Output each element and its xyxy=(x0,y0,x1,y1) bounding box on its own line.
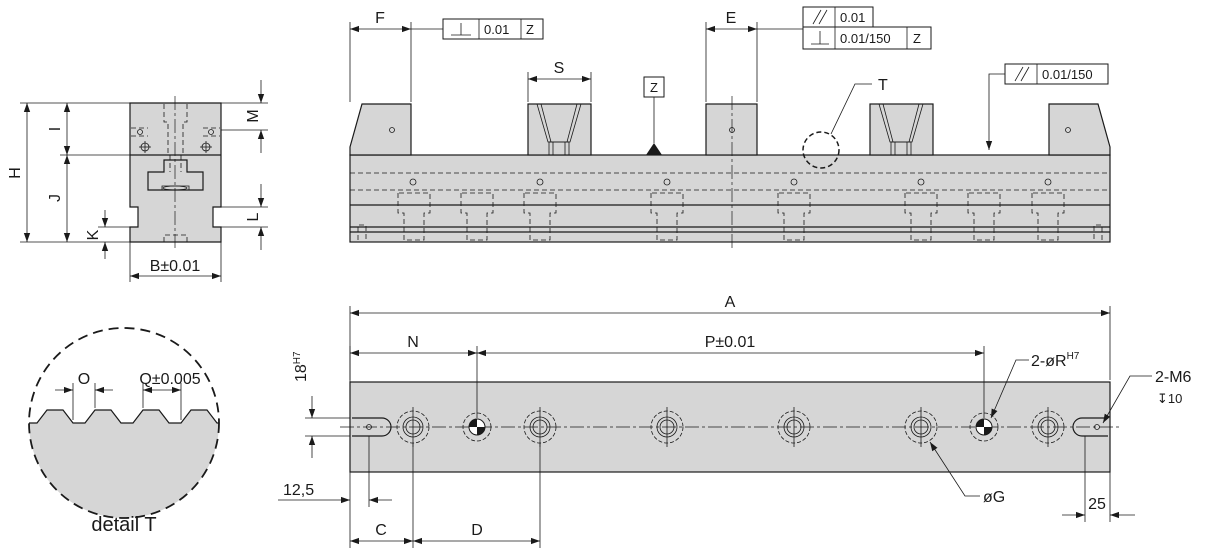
top-locating-pins xyxy=(462,412,999,442)
dim-m-label: M xyxy=(245,109,262,122)
dim-f-label: F xyxy=(375,10,385,27)
front-vblock-right xyxy=(869,103,934,156)
datum-z-label: Z xyxy=(650,80,658,95)
dim-h-label: H xyxy=(7,167,24,179)
tol-par-top-value: 0.01 xyxy=(840,10,865,25)
front-jaw-left xyxy=(349,103,412,156)
top-bolt-holes xyxy=(396,407,1065,447)
dim-f: F xyxy=(349,10,443,102)
tol-perp2-value: 0.01/150 xyxy=(840,31,891,46)
tol-parallel-right: 0.01/150 xyxy=(985,63,1109,150)
callout-m6-depth: ↧10 xyxy=(1157,391,1182,406)
dim-e: E xyxy=(705,10,803,102)
detail-title: detail T xyxy=(91,514,156,536)
dim-25-label: 25 xyxy=(1088,496,1106,513)
dim-n-label: N xyxy=(407,334,419,351)
tol-perp-value: 0.01 xyxy=(484,22,509,37)
tol-perp-datum: Z xyxy=(526,22,534,37)
dim-c-label: C xyxy=(375,522,387,539)
dim-p-label: P±0.01 xyxy=(705,334,756,351)
dim-i-label: I xyxy=(47,127,64,131)
top-view: A N P±0.01 18H7 12,5 C D 25 xyxy=(278,294,1192,548)
front-view: Z T F 0.01 Z xyxy=(349,6,1111,250)
tol-parallel-perp: 0.01 0.01/150 Z xyxy=(802,6,932,50)
svg-text:18H7: 18H7 xyxy=(292,351,310,382)
dim-a-label: A xyxy=(725,294,736,311)
front-hidden-bolts xyxy=(357,192,1103,241)
callout-r-sup: H7 xyxy=(1067,351,1080,362)
datum-z: Z xyxy=(643,76,665,155)
side-body xyxy=(129,102,222,243)
dim-18-sup: H7 xyxy=(292,351,303,364)
front-jaw-center xyxy=(705,103,758,156)
dim-s-label: S xyxy=(554,60,565,77)
tol-perpendicularity: 0.01 Z xyxy=(442,18,544,40)
front-pin-holes xyxy=(409,178,1052,186)
callout-r-label: 2-øR xyxy=(1031,353,1067,370)
dim-s: S xyxy=(527,60,592,102)
callout-m6-label: 2-M6 xyxy=(1155,369,1192,386)
detail-t: O Q±0.005 detail T xyxy=(28,327,220,536)
dim-18-label: 18 xyxy=(293,364,310,382)
dim-d-label: D xyxy=(471,522,483,539)
dim-b-label: B±0.01 xyxy=(150,258,201,275)
front-bar-body xyxy=(349,154,1111,243)
detail-t-label: T xyxy=(878,77,888,94)
front-vblock-left xyxy=(527,103,592,156)
tol-perp2-datum: Z xyxy=(913,31,921,46)
dim-k-label: K xyxy=(85,229,102,240)
callout-g-label: øG xyxy=(983,489,1005,506)
detail-q-label: Q±0.005 xyxy=(139,371,200,388)
dim-125-label: 12,5 xyxy=(283,482,314,499)
detail-t-callout: T xyxy=(802,77,888,169)
dim-j-label: J xyxy=(47,194,64,202)
svg-text:2-øRH7: 2-øRH7 xyxy=(1031,351,1080,370)
dim-l-label: L xyxy=(245,212,262,221)
front-jaw-right xyxy=(1048,103,1111,156)
side-view: H I J K M L B±0.01 xyxy=(7,80,268,282)
tol-par-right-value: 0.01/150 xyxy=(1042,67,1093,82)
detail-o-label: O xyxy=(78,371,90,388)
dim-e-label: E xyxy=(726,10,737,27)
